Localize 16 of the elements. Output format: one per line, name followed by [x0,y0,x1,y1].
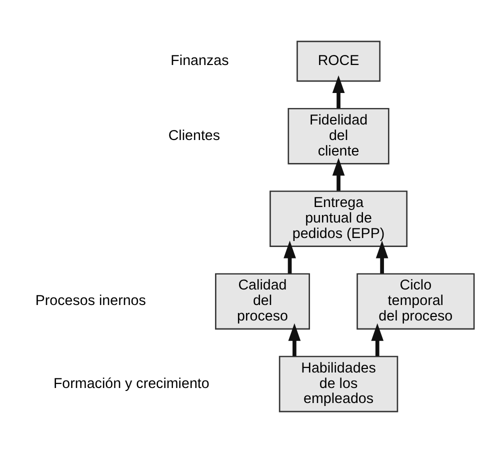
node-box: Habilidades de los empleados [278,355,398,412]
node-box: ROCE [296,40,380,82]
arrow [376,240,388,273]
arrow [332,157,345,190]
node-box: Fidelidad del cliente [288,107,390,164]
node-box: Calidad del proceso [215,272,310,330]
arrow [332,74,345,108]
label: Finanzas [170,52,229,68]
arrow [371,322,384,356]
label: Formación y crecimiento [53,375,210,392]
arrow [288,322,301,356]
node-box: Ciclo temporal del proceso [356,272,475,330]
label: Clientes [168,127,220,144]
node-box: Entrega puntual de pedidos (EPP) [270,190,408,246]
arrow [284,240,296,273]
label: Procesos inernos [35,292,146,309]
